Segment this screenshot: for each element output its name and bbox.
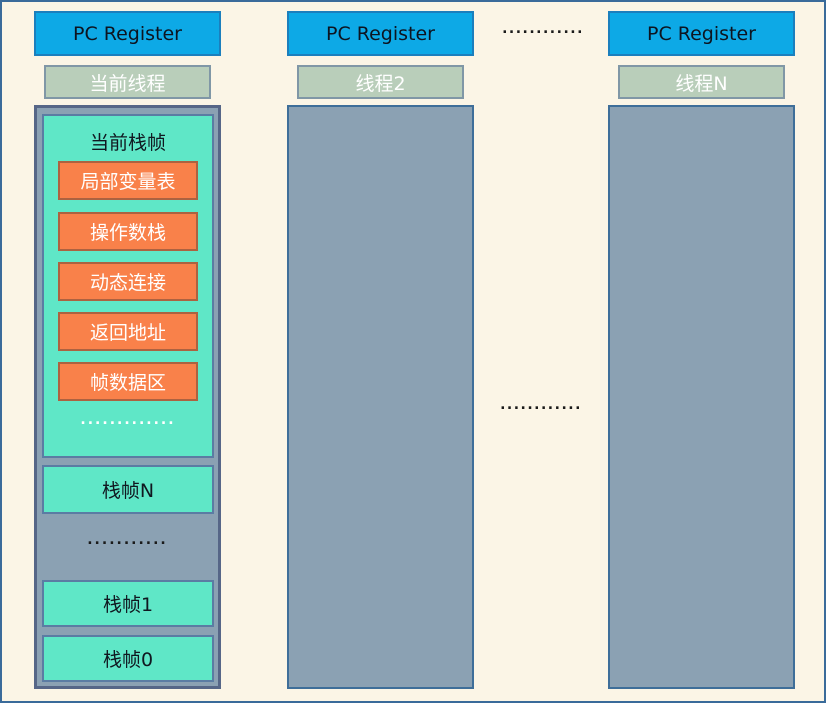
stack-frame-n: 栈帧N bbox=[42, 465, 214, 514]
stack-frame-label: 栈帧0 bbox=[102, 649, 154, 671]
frame-part-label: 帧数据区 bbox=[89, 372, 166, 394]
stack-ellipsis: ........... bbox=[87, 532, 168, 548]
thread-stack-current: 当前栈帧 局部变量表 操作数栈 动态连接 返回地址 帧数据区 .........… bbox=[34, 105, 221, 689]
current-frame-title: 当前栈帧 bbox=[89, 132, 166, 154]
thread-label-text: 线程2 bbox=[355, 72, 406, 95]
stack-frame-1: 栈帧1 bbox=[42, 580, 214, 627]
thread-stack-2 bbox=[287, 105, 474, 689]
current-stack-frame: 当前栈帧 局部变量表 操作数栈 动态连接 返回地址 帧数据区 .........… bbox=[42, 114, 214, 458]
thread-label-text: 当前线程 bbox=[89, 72, 166, 95]
thread-stack-n bbox=[608, 105, 795, 689]
pc-register-label: PC Register bbox=[73, 22, 182, 45]
frame-part-label: 返回地址 bbox=[89, 322, 166, 344]
frame-part-return-address: 返回地址 bbox=[58, 312, 198, 351]
threads-ellipsis-top: ............ bbox=[502, 21, 584, 37]
pc-register-label: PC Register bbox=[326, 22, 435, 45]
threads-ellipsis-middle: ............ bbox=[500, 397, 582, 413]
thread-label-2: 线程2 bbox=[297, 65, 464, 99]
frame-part-dynamic-linking: 动态连接 bbox=[58, 262, 198, 301]
current-frame-ellipsis: ............. bbox=[80, 412, 176, 428]
thread-label-n: 线程N bbox=[618, 65, 785, 99]
thread-label-text: 线程N bbox=[675, 72, 728, 95]
pc-register-label: PC Register bbox=[647, 22, 756, 45]
frame-part-label: 局部变量表 bbox=[80, 171, 176, 193]
stack-frame-0: 栈帧0 bbox=[42, 635, 214, 682]
stack-frame-label: 栈帧1 bbox=[102, 594, 154, 616]
frame-part-local-variable-table: 局部变量表 bbox=[58, 161, 198, 200]
frame-part-label: 操作数栈 bbox=[89, 222, 166, 244]
thread-label-current: 当前线程 bbox=[44, 65, 211, 99]
stack-frame-label: 栈帧N bbox=[101, 480, 155, 502]
frame-part-frame-data-area: 帧数据区 bbox=[58, 362, 198, 401]
pc-register-box-current-thread: PC Register bbox=[34, 11, 221, 56]
frame-part-operand-stack: 操作数栈 bbox=[58, 212, 198, 251]
frame-part-label: 动态连接 bbox=[89, 272, 166, 294]
pc-register-box-thread-n: PC Register bbox=[608, 11, 795, 56]
pc-register-box-thread-2: PC Register bbox=[287, 11, 474, 56]
